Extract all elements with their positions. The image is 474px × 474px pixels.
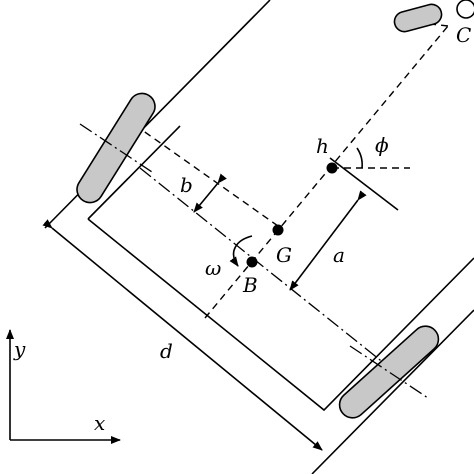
label-b: b	[180, 173, 193, 197]
label-G: G	[276, 243, 292, 267]
dimension-a-arrow	[289, 190, 367, 291]
label-phi: ϕ	[375, 133, 389, 157]
dimension-d-arrow	[42, 219, 323, 451]
point-B	[246, 256, 258, 268]
phi-angle-arc	[356, 147, 363, 169]
label-omega: ω	[205, 256, 221, 280]
rear-axle-centerline	[139, 167, 386, 365]
label-a: a	[333, 243, 345, 267]
dimension-b-arrow	[193, 173, 227, 213]
omega-rotation-arrow	[229, 235, 253, 267]
rear-left-wheel	[76, 92, 156, 204]
label-x: x	[94, 411, 105, 435]
label-d: d	[160, 339, 173, 363]
label-C: C	[456, 23, 471, 47]
axle-dashed-line	[124, 117, 279, 227]
label-y: y	[13, 337, 26, 361]
body-edge-right	[311, 309, 474, 474]
frame-left-end	[87, 125, 181, 220]
label-h: h	[316, 134, 329, 158]
label-B: B	[242, 273, 258, 297]
h-perpendicular-line	[329, 157, 399, 211]
point-h	[326, 162, 338, 174]
front-wheel	[393, 0, 474, 33]
point-G	[272, 224, 284, 236]
rear-right-wheel	[338, 325, 440, 419]
longitudinal-dashed-line	[204, 25, 449, 319]
